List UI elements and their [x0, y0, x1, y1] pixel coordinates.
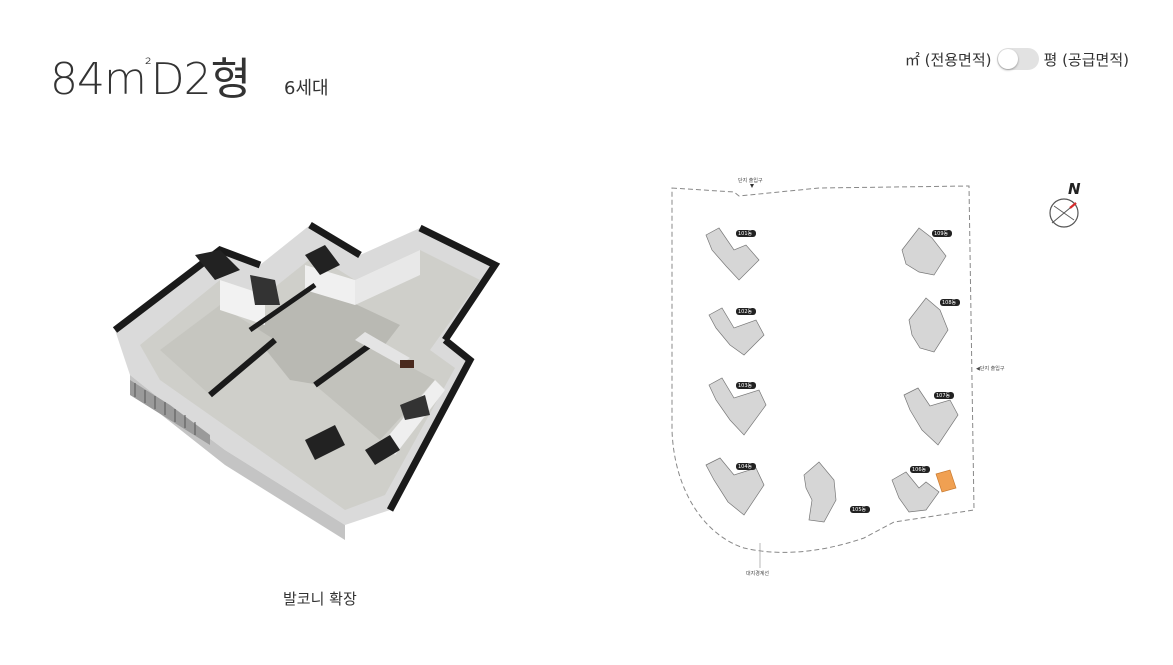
top-entrance-label: 단지 출입구: [738, 177, 763, 184]
site-plan-map: 단지 출입구 ◀단지 출입구 대지경계선 101동 102동 103동 104동…: [671, 177, 1005, 577]
svg-text:101동: 101동: [738, 231, 753, 237]
floorplan-3d-image: [112, 221, 501, 540]
svg-text:102동: 102동: [738, 309, 753, 315]
svg-text:107동: 107동: [936, 393, 951, 399]
svg-text:105동: 105동: [852, 507, 867, 513]
svg-text:104동: 104동: [738, 464, 753, 470]
building-101[interactable]: 101동: [705, 227, 760, 281]
building-106[interactable]: 106동: [891, 466, 957, 513]
svg-text:109동: 109동: [934, 231, 949, 237]
switch-knob: [997, 49, 1018, 69]
building-103[interactable]: 103동: [708, 377, 767, 436]
building-107[interactable]: 107동: [903, 387, 959, 446]
svg-text:103동: 103동: [738, 383, 753, 389]
unit-label-sqm: ㎡ (전용면적): [904, 50, 992, 69]
site-boundary-line: [671, 185, 975, 553]
svg-text:106동: 106동: [912, 467, 927, 473]
site-boundary-label: 대지경계선: [746, 570, 769, 577]
building-102[interactable]: 102동: [708, 307, 765, 356]
unit-type-title: 84m²D2형: [50, 54, 251, 105]
north-label: N: [1068, 180, 1081, 198]
area-unit-toggle: ㎡ (전용면적) 평 (공급면적): [905, 48, 1129, 70]
building-109[interactable]: 109동: [901, 227, 952, 276]
building-108[interactable]: 108동: [908, 297, 960, 353]
svg-text:108동: 108동: [942, 300, 957, 306]
unit-label-pyeong: 평 (공급면적): [1043, 50, 1129, 69]
page-title: 84m²D2형 6세대: [50, 30, 329, 105]
floorplan-drawing: [112, 221, 501, 540]
floorplan-caption: 발코니 확장: [283, 590, 357, 608]
compass-icon: N: [1049, 180, 1081, 228]
building-105[interactable]: 105동: [803, 461, 870, 523]
household-count: 6세대: [284, 78, 329, 99]
right-entrance-label: ◀단지 출입구: [976, 365, 1005, 372]
building-104[interactable]: 104동: [705, 457, 765, 516]
unit-switch[interactable]: [996, 48, 1039, 70]
